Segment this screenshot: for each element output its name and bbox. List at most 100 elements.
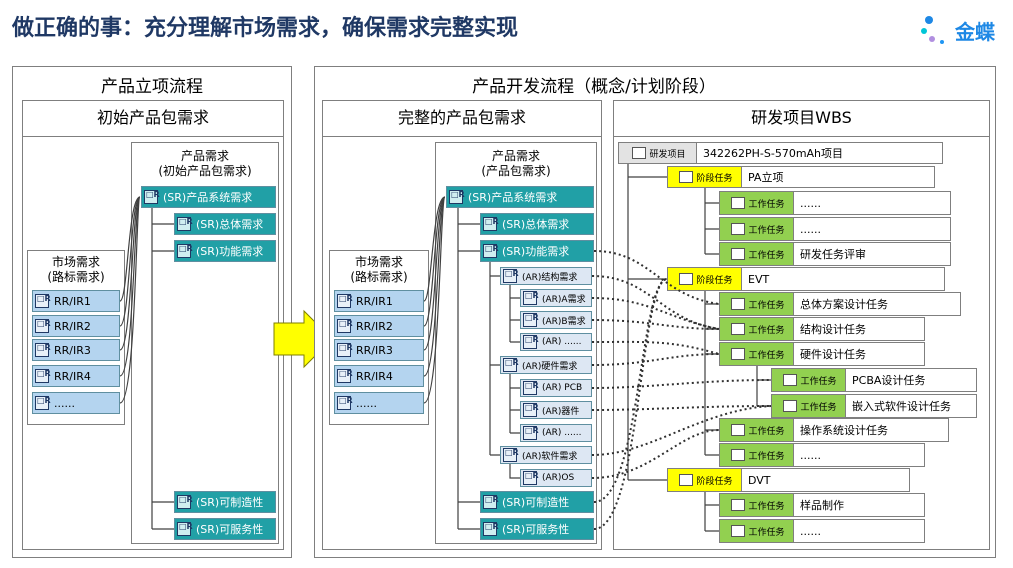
right-product-req-label: 产品需求 (产品包需求) [481,149,551,178]
requirement-icon: □R [177,522,193,536]
work-icon [731,223,746,235]
right-sr-node[interactable]: □R(SR)可制造性 [480,491,594,513]
work-tag: 工作任务 [720,343,794,365]
work-icon [731,348,746,360]
work-icon [731,298,746,310]
page-title: 做正确的事：充分理解市场需求，确保需求完整实现 [12,16,519,41]
work-icon [731,525,746,537]
requirement-icon: □R [337,343,353,357]
left-product-req-label: 产品需求 (初始产品包需求) [158,149,252,178]
requirement-icon: □R [523,313,539,327]
wbs-work-row[interactable]: 工作任务...... [719,519,925,543]
right-sr-node[interactable]: □R(SR)可服务性 [480,518,594,540]
left-sr-node[interactable]: □R(SR)可服务性 [174,518,276,540]
wbs-work-row[interactable]: 工作任务研发任务评审 [719,242,951,266]
work-icon [731,499,746,511]
right-rr-node[interactable]: □R...... [334,392,424,414]
wbs-work-row[interactable]: 工作任务样品制作 [719,493,925,517]
work-tag: 工作任务 [772,369,846,391]
left-sr-node[interactable]: □R(SR)总体需求 [174,213,276,235]
kingdee-logo-icon [921,16,944,44]
right-ar-node[interactable]: □R(AR)软件需求 [500,446,592,464]
stage-tag: 阶段任务 [668,268,742,290]
right-sr-node[interactable]: □R(SR)功能需求 [480,240,594,262]
requirement-icon: □R [483,522,499,536]
requirement-icon: □R [503,448,519,462]
right-ar-node[interactable]: □R(AR) ...... [520,424,592,442]
left-sr-node[interactable]: □R(SR)产品系统需求 [141,186,276,208]
requirement-icon: □R [35,396,51,410]
left-panel-title: 产品立项流程 [101,77,203,97]
right-ar-node[interactable]: □R(AR)硬件需求 [500,356,592,374]
stage-tag: 阶段任务 [668,469,742,491]
right-ar-node[interactable]: □R(AR)A需求 [520,289,592,307]
requirement-icon: □R [449,190,465,204]
right-sub-title: 完整的产品包需求 [323,101,601,137]
requirement-icon: □R [35,369,51,383]
requirement-icon: □R [483,244,499,258]
requirement-icon: □R [523,426,539,440]
requirement-icon: □R [523,403,539,417]
project-icon [632,147,647,159]
requirement-icon: □R [177,217,193,231]
requirement-icon: □R [503,269,519,283]
right-sr-node[interactable]: □R(SR)产品系统需求 [446,186,594,208]
requirement-icon: □R [523,291,539,305]
wbs-work-row[interactable]: 工作任务...... [719,443,925,467]
wbs-title: 研发项目WBS [614,101,989,137]
requirement-icon: □R [523,471,539,485]
right-ar-node[interactable]: □R(AR)结构需求 [500,267,592,285]
work-icon [731,449,746,461]
wbs-project-row[interactable]: 研发项目 342262PH-S-570mAh项目 [618,142,943,164]
right-sr-node[interactable]: □R(SR)总体需求 [480,213,594,235]
work-tag: 工作任务 [720,444,794,466]
wbs-work-row[interactable]: 工作任务总体方案设计任务 [719,292,961,316]
wbs-work-row[interactable]: 工作任务嵌入式软件设计任务 [771,394,977,418]
left-sub-title: 初始产品包需求 [23,101,283,137]
right-ar-node[interactable]: □R(AR) PCB [520,379,592,397]
work-tag: 工作任务 [720,318,794,340]
right-ar-node[interactable]: □R(AR)B需求 [520,311,592,329]
right-ar-node[interactable]: □R(AR) ...... [520,333,592,351]
work-tag: 工作任务 [720,494,794,516]
right-ar-node[interactable]: □R(AR)器件 [520,401,592,419]
left-sr-node[interactable]: □R(SR)可制造性 [174,491,276,513]
work-tag: 工作任务 [772,395,846,417]
left-rr-node[interactable]: □R...... [32,392,120,414]
logo-text: 金蝶 [955,20,995,44]
wbs-work-row[interactable]: 工作任务操作系统设计任务 [719,418,949,442]
requirement-icon: □R [35,343,51,357]
requirement-icon: □R [337,319,353,333]
wbs-work-row[interactable]: 工作任务硬件设计任务 [719,342,925,366]
work-icon [731,248,746,260]
wbs-work-row[interactable]: 工作任务...... [719,217,951,241]
left-sr-node[interactable]: □R(SR)功能需求 [174,240,276,262]
requirement-icon: □R [35,319,51,333]
requirement-icon: □R [35,294,51,308]
work-tag: 工作任务 [720,243,794,265]
right-ar-node[interactable]: □R(AR)OS [520,469,592,487]
work-icon [731,197,746,209]
work-icon [783,374,798,386]
right-panel-title: 产品开发流程（概念/计划阶段） [472,77,716,97]
requirement-icon: □R [523,335,539,349]
wbs-work-row[interactable]: 工作任务结构设计任务 [719,317,925,341]
work-icon [731,323,746,335]
work-tag: 工作任务 [720,293,794,315]
stage-icon [679,171,694,183]
stage-icon [679,474,694,486]
project-tag: 研发项目 [619,143,697,163]
wbs-work-row[interactable]: 工作任务...... [719,191,951,215]
